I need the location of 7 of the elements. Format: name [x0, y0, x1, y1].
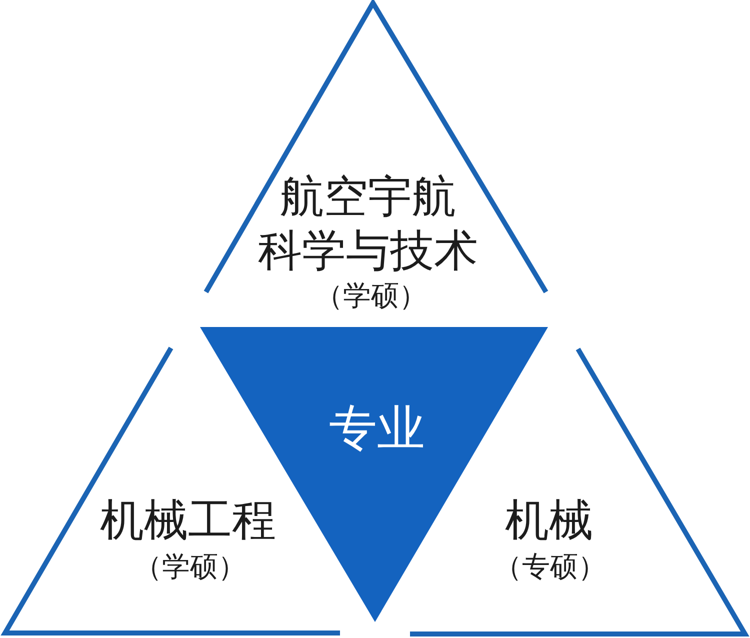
- degree-type: （专硕）: [494, 550, 606, 584]
- program-name: 机械工程: [100, 494, 276, 548]
- degree-type: （学硕）: [315, 278, 427, 314]
- center-label: 专业: [329, 400, 425, 458]
- program-name: 机械: [505, 494, 593, 548]
- program-name: 航空宇航科学与技术: [257, 170, 479, 278]
- degree-type: （学硕）: [134, 550, 246, 584]
